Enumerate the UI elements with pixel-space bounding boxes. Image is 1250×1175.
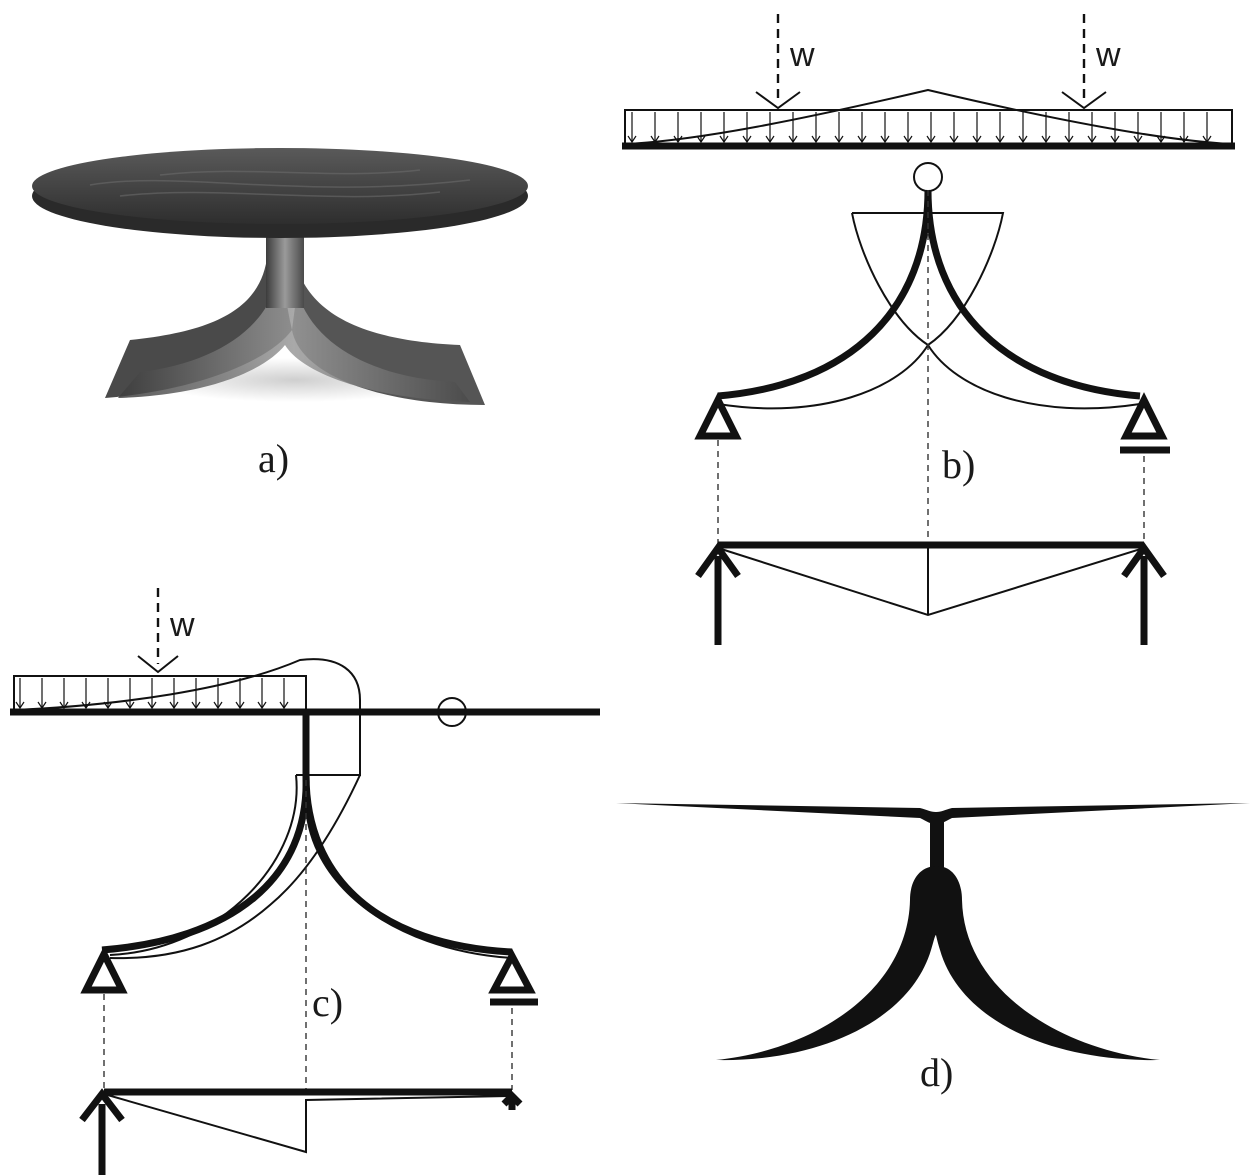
c-load-arrowhead xyxy=(257,701,267,710)
b-leg-left xyxy=(717,189,932,400)
b-hinge xyxy=(913,162,943,192)
b-support-right xyxy=(1120,392,1168,440)
c-hinge xyxy=(437,697,467,727)
c-support-left xyxy=(80,946,128,994)
d-legs xyxy=(716,866,1160,1061)
b-load-arrowhead xyxy=(627,135,637,144)
b-load-arrowhead xyxy=(1064,135,1074,144)
b-load-arrowhead xyxy=(788,135,798,144)
c-moment-curve xyxy=(15,658,361,776)
panel-c-asymmetric-load: w c) xyxy=(10,588,600,1175)
c-leg-left xyxy=(101,774,310,954)
label-b: b) xyxy=(942,442,975,487)
b-load-arrowhead xyxy=(696,135,706,144)
c-load-head xyxy=(137,655,179,674)
panel-b-symmetric-load: w w b) xyxy=(622,14,1235,645)
b-load-arrowhead xyxy=(949,135,959,144)
label-a: a) xyxy=(258,436,289,481)
c-reaction-left-head xyxy=(79,1088,125,1123)
c-load-arrowhead xyxy=(235,701,245,710)
b-load-arrowhead xyxy=(765,135,775,144)
b-load-arrowhead xyxy=(1041,135,1051,144)
b-load-arrowhead xyxy=(880,135,890,144)
d-tabletop-profile xyxy=(616,803,1250,824)
c-load-arrowhead xyxy=(125,701,135,710)
b-load-arrowhead xyxy=(1179,135,1189,144)
b-base-moment xyxy=(717,545,1145,617)
b-load-arrowhead xyxy=(857,135,867,144)
wood-grain xyxy=(89,169,471,198)
b-load-arrowhead xyxy=(903,135,913,144)
c-load-arrowhead xyxy=(169,701,179,710)
b-leg-moment xyxy=(717,212,1141,410)
label-d: d) xyxy=(920,1050,953,1095)
b-load-right-head xyxy=(1061,91,1107,110)
c-load-arrowhead xyxy=(15,701,25,710)
c-load-arrows xyxy=(15,678,289,710)
b-load-arrowhead xyxy=(834,135,844,144)
c-load-arrowhead xyxy=(191,701,201,710)
c-load-arrowhead xyxy=(213,701,223,710)
b-support-left xyxy=(694,392,742,440)
b-load-arrowhead xyxy=(926,135,936,144)
b-leg-right xyxy=(924,189,1141,400)
b-load-arrowhead xyxy=(742,135,752,144)
b-load-arrowhead xyxy=(1018,135,1028,144)
b-load-arrowhead xyxy=(972,135,982,144)
b-load-arrowhead xyxy=(1087,135,1097,144)
b-load-left-label: w xyxy=(789,36,815,74)
b-moment-peak xyxy=(626,88,1231,145)
c-support-right xyxy=(488,948,536,994)
c-load-label: w xyxy=(169,606,195,644)
b-load-arrowhead xyxy=(1110,135,1120,144)
b-load-arrows xyxy=(627,112,1212,144)
b-load-arrowhead xyxy=(1133,135,1143,144)
c-base-moment xyxy=(103,1093,513,1154)
c-load-arrowhead xyxy=(147,701,157,710)
c-reaction-right-head xyxy=(501,1091,523,1107)
table-base-front xyxy=(118,300,470,402)
b-reaction-right-head xyxy=(1121,541,1167,579)
b-load-right-label: w xyxy=(1095,36,1121,74)
b-load-arrowhead xyxy=(719,135,729,144)
label-c: c) xyxy=(312,980,343,1025)
b-load-left-head xyxy=(755,91,801,110)
panel-d-optimized-shape: d) xyxy=(616,803,1250,1095)
b-load-arrowhead xyxy=(811,135,821,144)
panel-a-table-photo: a) xyxy=(32,148,528,481)
c-leg-right xyxy=(302,774,513,956)
b-reaction-left-head xyxy=(695,541,741,579)
d-stem xyxy=(930,814,944,874)
c-load-arrowhead xyxy=(279,701,289,710)
b-load-arrowhead xyxy=(995,135,1005,144)
c-leg-moment-right xyxy=(109,774,513,960)
table-stem xyxy=(266,228,304,308)
c-leg-moment-left xyxy=(109,774,298,956)
